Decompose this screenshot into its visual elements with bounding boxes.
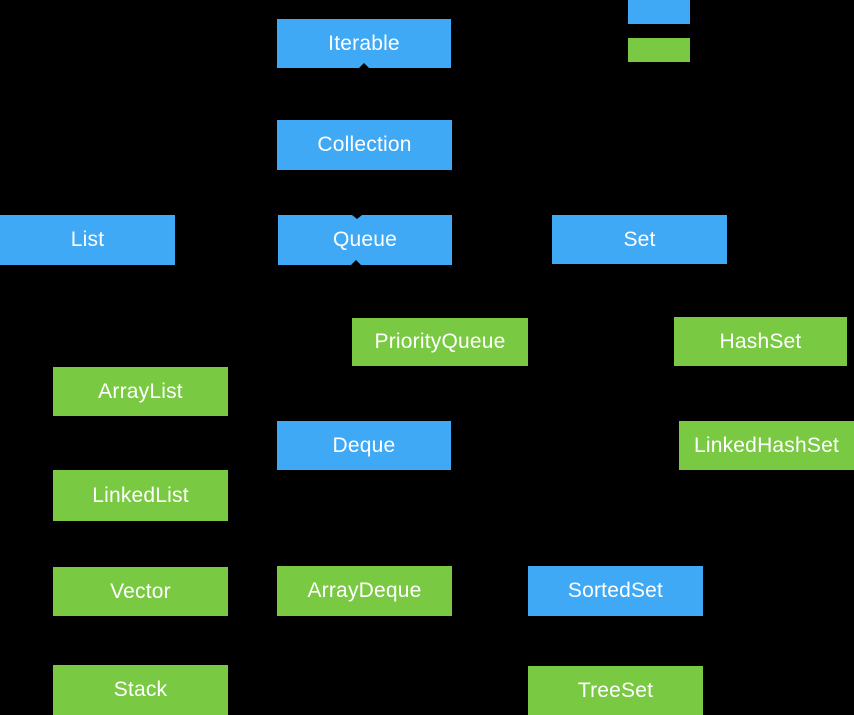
node-label: List [70,228,105,251]
node-linkedlist: LinkedList [53,470,228,521]
node-set: Set [552,215,727,264]
node-vector: Vector [53,567,228,616]
node-label: TreeSet [577,678,654,702]
node-label: Deque [332,433,396,457]
arrow-notch-iterable-bottom [359,63,369,68]
node-label: Queue [332,228,398,251]
node-label: ArrayList [98,379,183,403]
node-label: Iterable [328,31,400,55]
node-stack: Stack [53,665,228,715]
arrow-notch-queue-top [352,215,362,219]
node-label: HashSet [719,329,802,353]
node-list: List [0,215,175,265]
node-label: Stack [113,678,168,701]
node-arraydeque: ArrayDeque [277,566,452,616]
node-label: SortedSet [567,579,664,602]
node-priorityqueue: PriorityQueue [352,318,528,366]
node-sortedset: SortedSet [528,566,703,616]
node-deque: Deque [277,421,451,470]
node-linkedhashset: LinkedHashSet [679,421,854,470]
node-arraylist: ArrayList [53,367,228,416]
node-label: PriorityQueue [374,330,506,353]
node-queue: Queue [278,215,452,265]
node-label: LinkedList [92,483,189,507]
node-label: ArrayDeque [307,579,422,602]
node-label: LinkedHashSet [693,433,840,457]
node-treeset: TreeSet [528,666,703,715]
node-collection: Collection [277,120,452,170]
node-label: Vector [110,579,171,603]
arrow-notch-queue-bottom [351,260,361,265]
node-label: Set [623,227,656,251]
legend-interface-swatch [628,0,690,24]
legend-class-swatch [628,38,690,62]
node-hashset: HashSet [674,317,847,366]
node-label: Collection [317,133,412,156]
node-iterable: Iterable [277,19,451,68]
